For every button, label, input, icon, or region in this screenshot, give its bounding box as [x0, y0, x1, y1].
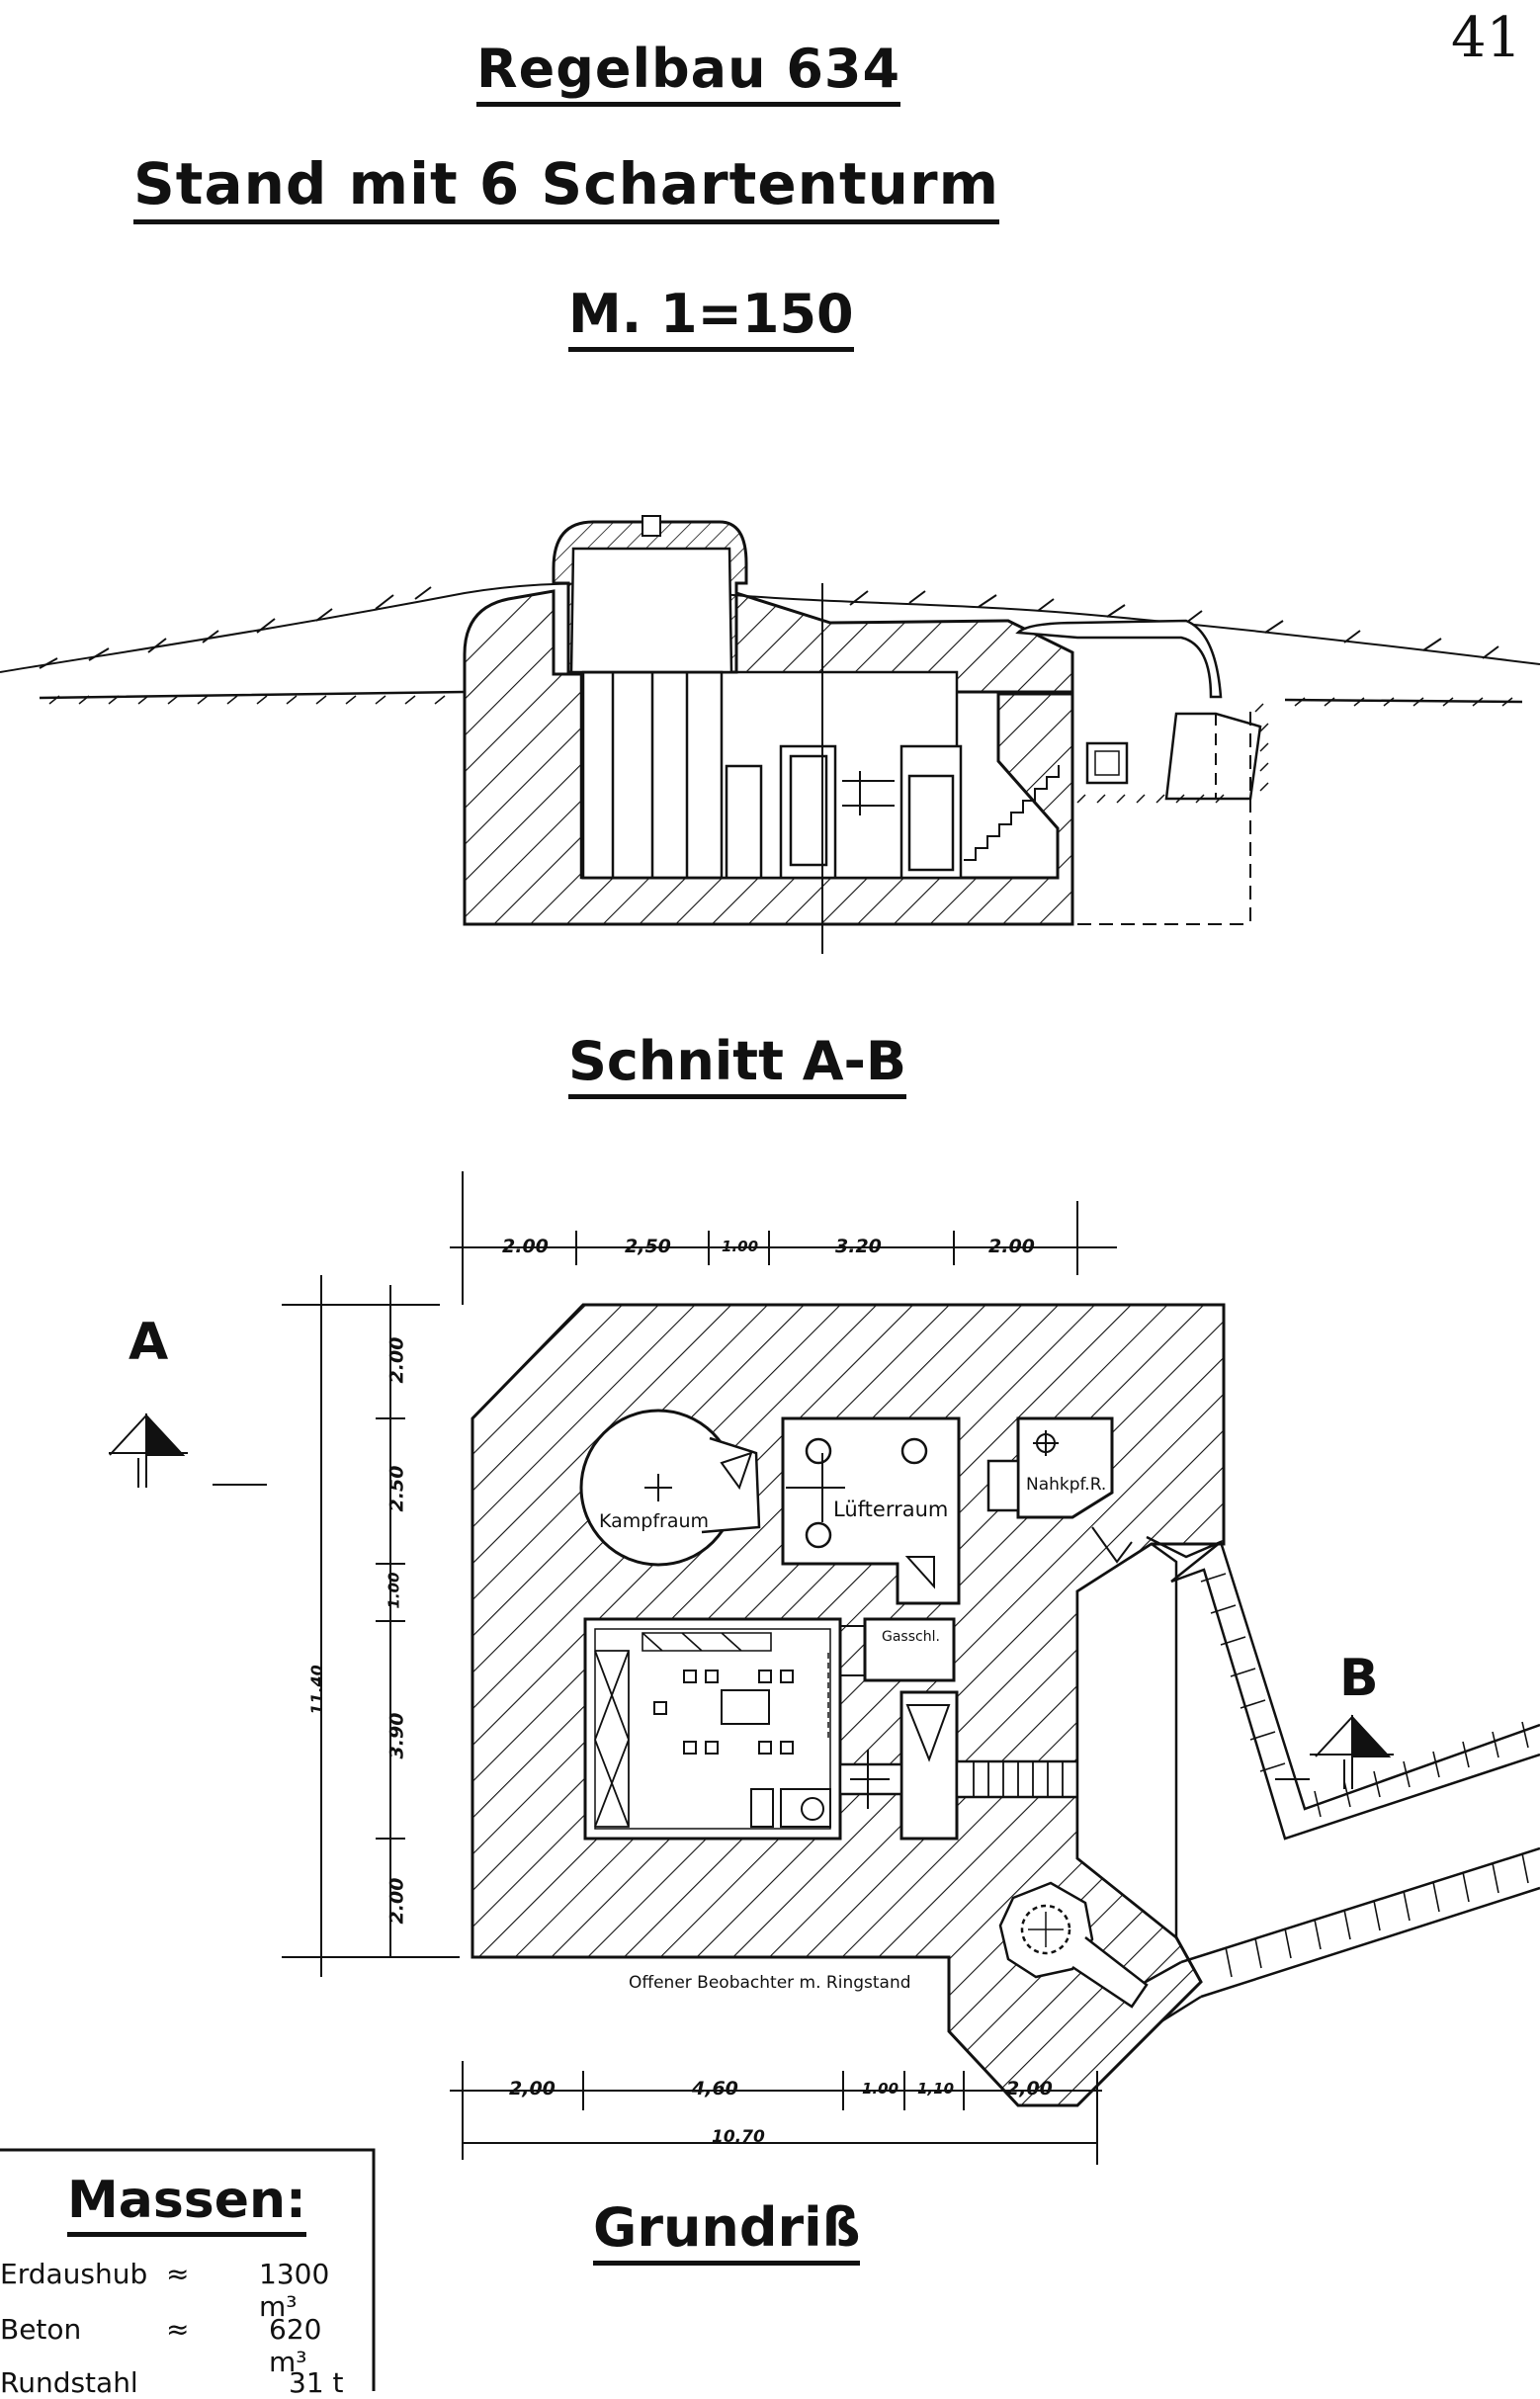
- trench-upper: [1146, 1535, 1540, 1841]
- luefterraum-room: [781, 1416, 961, 1605]
- massen-row-name: Beton: [0, 2313, 82, 2346]
- label-luefterraum: Lüfterraum: [833, 1498, 949, 1521]
- mannschaftsraum-room: [583, 1617, 842, 1841]
- label-kampfraum: Kampfraum: [599, 1510, 710, 1532]
- dimension-lines-bottom: [450, 2061, 1102, 2165]
- label-gasschleuse: Gasschl.: [882, 1629, 940, 1645]
- massen-row-approx: ≈: [166, 2258, 190, 2290]
- grass-strokes: [39, 586, 1499, 669]
- dim-left-total: 11.40: [306, 1665, 326, 1715]
- dim-top-2: 2,50: [625, 1236, 671, 1257]
- label-beobachter: Offener Beobachter m. Ringstand: [629, 1973, 911, 1993]
- dim-bottom-2: 4,60: [692, 2078, 738, 2099]
- stairs: [964, 765, 1060, 861]
- section-caption: Schnitt A-B: [568, 1030, 907, 1099]
- massen-row-approx: ≈: [166, 2313, 190, 2346]
- dim-left-5: 2.00: [385, 1877, 408, 1925]
- dimension-lines-top: [450, 1171, 1117, 1305]
- massen-box: [0, 2148, 376, 2391]
- massen-row-value: 620 m³: [269, 2313, 322, 2378]
- kampfraum-room: [579, 1409, 761, 1567]
- section-marker-b: [1275, 1714, 1394, 1789]
- plan-view: [109, 1171, 1540, 2165]
- ringstand: [998, 1881, 1149, 2009]
- dim-left-1: 2.00: [385, 1336, 408, 1384]
- dim-left-2: 2.50: [385, 1465, 408, 1512]
- gasschleuse-room: [840, 1617, 956, 1682]
- dim-bottom-5: 2,00: [1006, 2078, 1053, 2099]
- corridor: [838, 1690, 1079, 1841]
- title-line1: Regelbau 634: [476, 38, 901, 107]
- dim-bottom-1: 2,00: [509, 2078, 556, 2099]
- dim-left-4: 3.90: [385, 1712, 408, 1759]
- entrance-shelter: [1015, 619, 1223, 699]
- dim-bottom-4: 1,10: [917, 2080, 955, 2098]
- dim-bottom-total: 10.70: [712, 2127, 765, 2147]
- marker-a-label: A: [128, 1313, 169, 1372]
- massen-row-value: 1300 m³: [259, 2258, 330, 2323]
- dim-top-4: 3.20: [835, 1236, 882, 1257]
- ground-surface: [39, 690, 1523, 704]
- section-marker-a: [109, 1413, 267, 1488]
- massen-row-value: 31 t: [289, 2366, 344, 2399]
- massen-row-name: Erdaushub: [0, 2258, 148, 2290]
- title-line2: Stand mit 6 Schartenturm: [133, 150, 1000, 224]
- interior-room: [579, 670, 959, 880]
- dim-top-5: 2.00: [988, 1236, 1035, 1257]
- nahkampf-room: [986, 1416, 1133, 1564]
- dim-bottom-3: 1.00: [862, 2080, 899, 2098]
- plan-caption: Grundriß: [593, 2196, 861, 2266]
- page-number: 41: [1451, 6, 1522, 70]
- trench-lower: [1136, 1846, 1540, 2023]
- dim-left-3: 1.00: [385, 1572, 403, 1609]
- marker-b-label: B: [1339, 1649, 1379, 1708]
- massen-title: Massen:: [67, 2171, 306, 2237]
- bunker-section-concrete: [463, 589, 1074, 926]
- title-scale: M. 1=150: [568, 283, 854, 352]
- dimension-lines-left: [282, 1275, 460, 1977]
- dim-top-3: 1.00: [722, 1238, 759, 1255]
- dim-top-1: 2.00: [502, 1236, 549, 1257]
- section-view: [0, 515, 1540, 954]
- label-nahkampf: Nahkpf.R.: [1026, 1475, 1107, 1495]
- massen-row-name: Rundstahl: [0, 2366, 138, 2399]
